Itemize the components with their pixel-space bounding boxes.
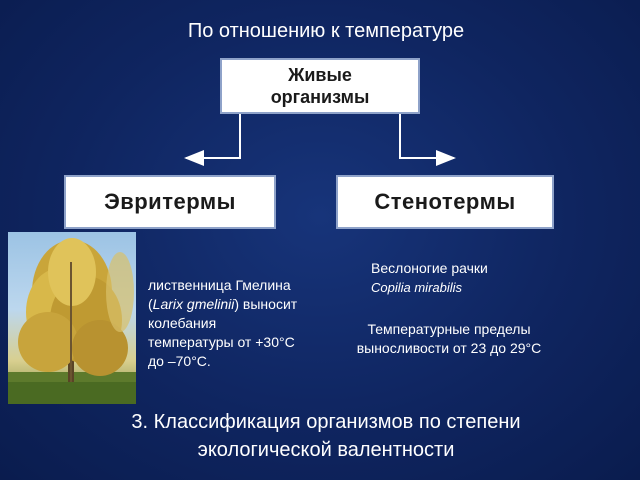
limits-line1: Температурные пределы [367, 321, 531, 337]
larch-line2-rest: выносит [239, 296, 298, 312]
larch-line3: колебания [148, 315, 217, 331]
larch-tree-photo [8, 232, 136, 404]
larch-line4: температуры от +30°С [148, 334, 295, 350]
caption-line2: экологической валентности [197, 439, 455, 461]
larch-latin-name: Larix gmelinii [152, 296, 235, 312]
connector-right-arrow [399, 114, 456, 166]
copepod-description: Веслоногие рачки Copilia mirabilis [371, 259, 591, 297]
box-stenotherms: Стенотермы [336, 175, 554, 229]
connector-left-arrow [184, 114, 241, 166]
copepod-name: Веслоногие рачки [371, 260, 488, 276]
larch-tree-illustration [8, 238, 136, 404]
slide-title: По отношению к температуре [187, 20, 465, 42]
bottom-caption: 3. Классификация организмов по степени э… [0, 408, 640, 464]
root-box-living-organisms: Живые организмы [220, 58, 420, 114]
box-eurytherms: Эвритермы [64, 175, 276, 229]
larch-line5: до –70°С. [148, 353, 211, 369]
larch-description: лиственница Гмелина (Larix gmelinii) вын… [148, 277, 298, 369]
root-box-line2: организмы [270, 87, 370, 107]
root-box-line1: Живые [288, 65, 352, 85]
copepod-latin-name: Copilia mirabilis [371, 280, 463, 295]
temperature-limits-text: Температурные пределы выносливости от 23… [340, 320, 558, 358]
caption-line1: 3. Классификация организмов по степени [131, 411, 521, 433]
larch-line1: лиственница Гмелина [148, 277, 291, 293]
limits-line2: выносливости от 23 до 29°С [356, 340, 542, 356]
